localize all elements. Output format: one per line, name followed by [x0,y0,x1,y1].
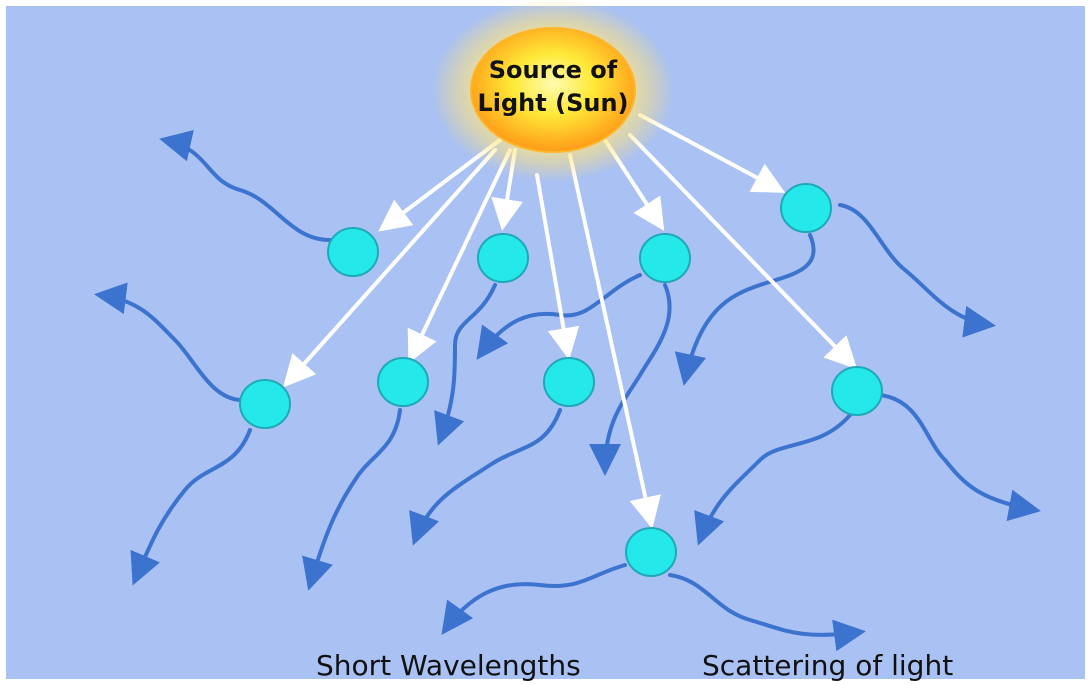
wave-arrow [674,233,816,386]
caption-short-wavelengths: Short Wavelengths [316,649,581,682]
particle [780,183,832,233]
particles [239,183,883,577]
ray-arrow [535,173,580,360]
wave-arrow [159,130,332,242]
wave-arrow [668,573,866,652]
ray-arrow [407,148,512,364]
sun-disc [470,27,636,153]
wave-arrow [94,282,242,402]
caption-scattering-of-light: Scattering of light [702,649,953,682]
particle [239,379,291,429]
particle [639,233,691,283]
particle [625,527,677,577]
particle [477,233,529,283]
ray-arrow [568,153,662,529]
wave-arrow [441,563,627,635]
particle [543,357,595,407]
sun-label-line2: Light (Sun) [477,89,628,117]
wave-arrow [130,428,252,586]
wave-arrow [589,283,672,476]
particle [327,227,379,277]
particle [831,366,883,416]
particle [377,357,429,407]
ray-arrow [628,133,858,370]
sun: Source of Light (Sun) [431,0,675,182]
wave-arrow [838,203,996,338]
wave-arrow [694,413,852,546]
sun-label-line1: Source of [489,56,618,84]
wave-arrow [878,393,1041,522]
ray-arrow [283,148,497,388]
wave-arrow [434,283,497,446]
wave-arrow [409,408,562,546]
wave-arrow [302,408,402,591]
